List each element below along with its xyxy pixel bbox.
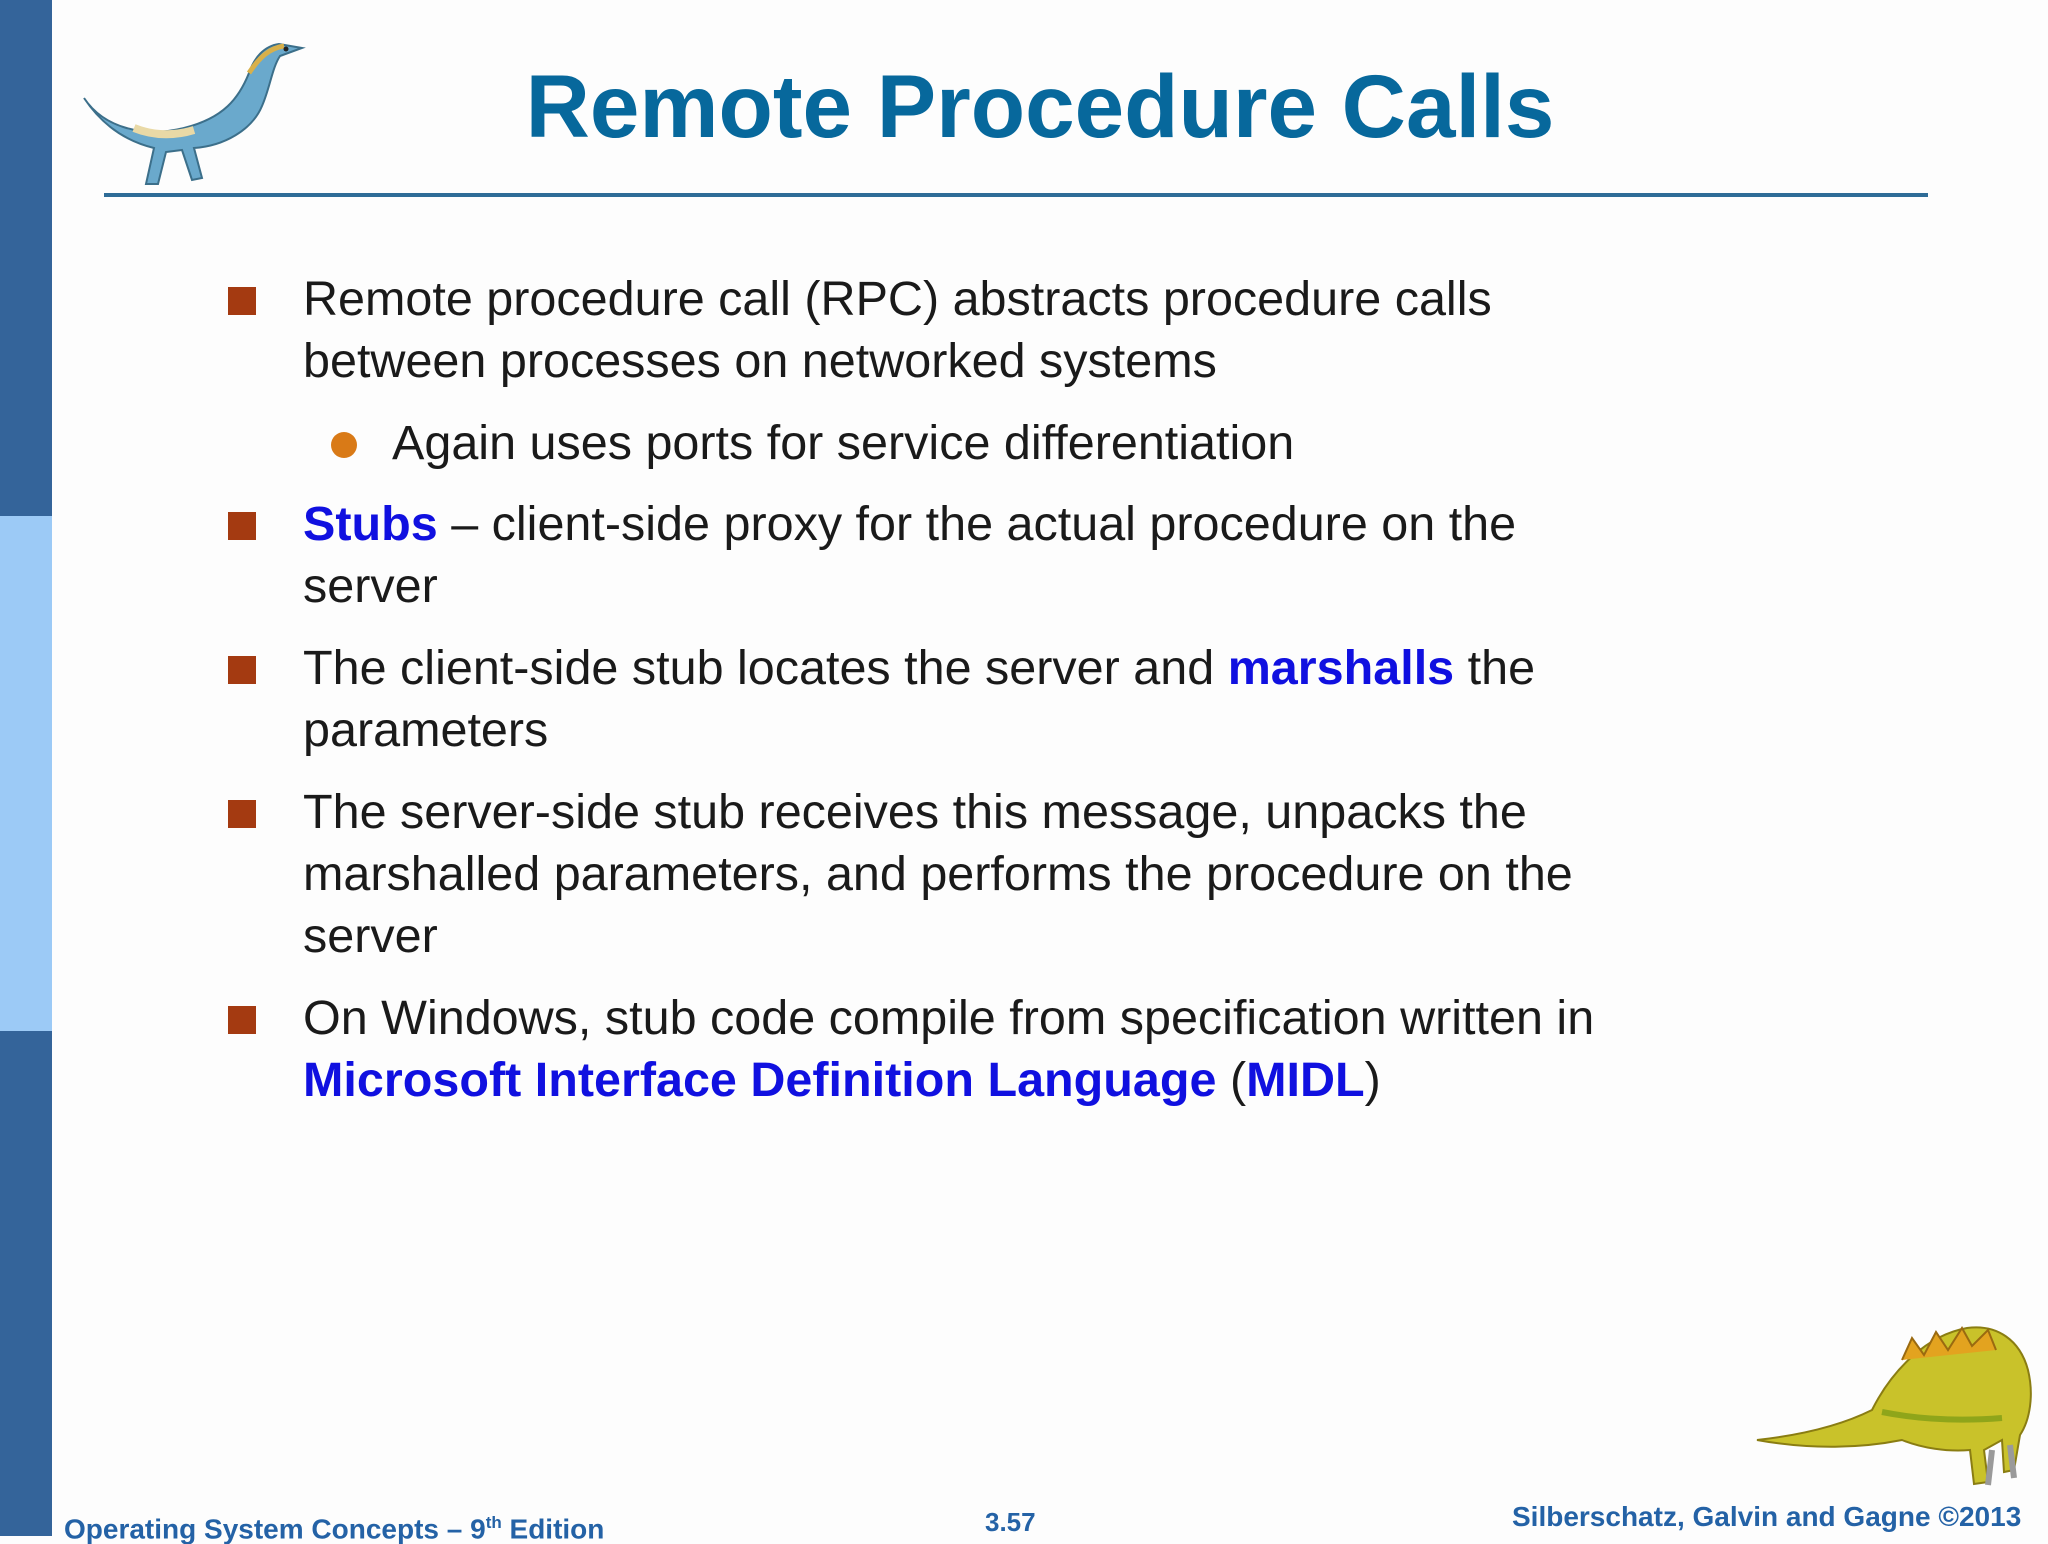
bullet-text: – client-side proxy for the actual proce…	[437, 497, 1517, 551]
bullet-square-icon	[228, 1006, 256, 1034]
bullet-text: )	[1364, 1053, 1381, 1107]
bullet-rpc: Remote procedure call (RPC) abstracts pr…	[303, 268, 1753, 392]
footer-book-suffix: Edition	[501, 1513, 605, 1544]
bullet-text: The client-side stub locates the server …	[303, 641, 1228, 695]
keyword-midl: MIDL	[1246, 1053, 1365, 1107]
keyword-midl-name: Microsoft Interface Definition Language	[303, 1053, 1217, 1107]
keyword-stubs: Stubs	[303, 497, 438, 551]
sub-bullet-ports: Again uses ports for service differentia…	[392, 416, 1295, 470]
bullet-marshalls: The client-side stub locates the server …	[303, 637, 1753, 761]
footer-page-number: 3.57	[985, 1507, 1036, 1537]
footer-book-sup: th	[485, 1513, 502, 1532]
bullet-dot-icon	[331, 432, 357, 458]
footer-authors: Silberschatz, Galvin and Gagne ©2013	[1512, 1501, 2022, 1532]
bullet-line: The server-side stub receives this messa…	[303, 785, 1527, 839]
keyword-marshalls: marshalls	[1227, 641, 1455, 695]
bullet-square-icon	[228, 512, 256, 540]
bullet-line: parameters	[303, 703, 549, 757]
bullet-midl: On Windows, stub code compile from speci…	[303, 987, 1753, 1111]
bullet-square-icon	[228, 656, 256, 684]
bullet-text: the	[1454, 641, 1536, 695]
footer-book-title: Operating System Concepts – 9th Edition	[64, 1508, 604, 1544]
footer-book-prefix: Operating System Concepts – 9	[64, 1513, 486, 1544]
bullet-stubs: Stubs – client-side proxy for the actual…	[303, 493, 1753, 617]
dinosaur-bottom-icon	[1756, 1326, 2032, 1486]
bullet-line: Remote procedure call (RPC) abstracts pr…	[303, 272, 1492, 326]
title-divider	[104, 193, 1928, 197]
bullet-square-icon	[228, 800, 256, 828]
bullet-line: server	[303, 909, 438, 963]
bullet-server-stub: The server-side stub receives this messa…	[303, 781, 1753, 967]
slide-title: Remote Procedure Calls	[525, 56, 1555, 156]
bullet-text: (	[1216, 1053, 1247, 1107]
dinosaur-top-icon	[83, 42, 306, 185]
bullet-line: marshalled parameters, and performs the …	[303, 847, 1573, 901]
bullet-line: On Windows, stub code compile from speci…	[303, 991, 1595, 1045]
sidebar-accent-band	[0, 516, 52, 1031]
bullet-line: between processes on networked systems	[303, 334, 1217, 388]
bullet-line: server	[303, 559, 438, 613]
bullet-square-icon	[228, 287, 256, 315]
